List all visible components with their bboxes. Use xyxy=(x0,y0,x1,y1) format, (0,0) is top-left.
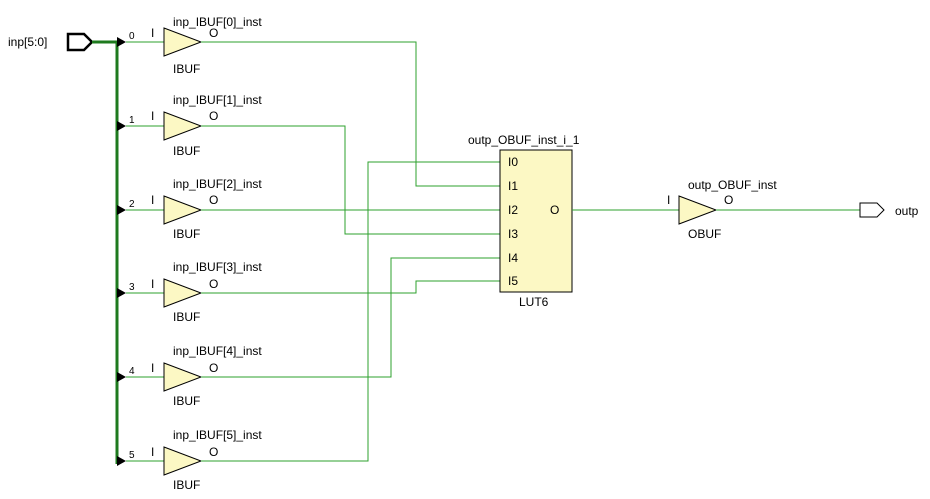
buffer-triangle-icon xyxy=(163,362,203,392)
ibuf-instance-label: inp_IBUF[3]_inst xyxy=(173,260,262,274)
output-port-outp[interactable] xyxy=(859,202,885,218)
ibuf-out-pin: O xyxy=(209,109,218,123)
buffer-triangle-icon xyxy=(163,278,203,308)
ibuf-in-pin: I xyxy=(151,361,154,375)
net-ibuf3-to-i5[interactable] xyxy=(201,280,500,294)
net-ibuf5-to-i0[interactable] xyxy=(201,161,500,462)
ibuf-type-label: IBUF xyxy=(173,227,200,241)
bus-bit-label: 1 xyxy=(129,115,135,126)
lut-pin-i4: I4 xyxy=(508,251,518,265)
bus-bit-label: 4 xyxy=(129,366,135,377)
buffer-triangle-icon xyxy=(163,195,203,225)
obuf-in-pin: I xyxy=(667,193,670,207)
ibuf-0[interactable]: inp_IBUF[0]_inst 0 I O IBUF xyxy=(129,15,262,76)
buffer-triangle-icon xyxy=(163,111,203,141)
ibuf-instance-label: inp_IBUF[2]_inst xyxy=(173,177,262,191)
ibuf-4[interactable]: inp_IBUF[4]_inst 4 I O IBUF xyxy=(129,344,262,408)
lut-pin-i0: I0 xyxy=(508,155,518,169)
ibuf-in-pin: I xyxy=(151,277,154,291)
lut-pin-i1: I1 xyxy=(508,179,518,193)
obuf-type-label: OBUF xyxy=(688,227,721,241)
obuf-instance-label: outp_OBUF_inst xyxy=(688,178,777,192)
ibuf-in-pin: I xyxy=(151,26,154,40)
lut-pin-i5: I5 xyxy=(508,274,518,288)
nets xyxy=(201,41,500,462)
output-port-label: outp xyxy=(895,204,919,218)
input-port-inp[interactable] xyxy=(66,32,94,52)
lut-pin-i3: I3 xyxy=(508,227,518,241)
lut6-cell[interactable]: outp_OBUF_inst_i_1 I0 I1 I2 I3 I4 I5 O L… xyxy=(468,133,580,309)
lut-body xyxy=(499,149,573,293)
ibuf-out-pin: O xyxy=(209,193,218,207)
ibuf-out-pin: O xyxy=(209,26,218,40)
bus-bit-label: 5 xyxy=(129,450,135,461)
ibuf-type-label: IBUF xyxy=(173,144,200,158)
net-ibuf0-to-i1[interactable] xyxy=(201,41,500,187)
lut-type-label: LUT6 xyxy=(519,295,549,309)
ibuf-in-pin: I xyxy=(151,109,154,123)
ibuf-out-pin: O xyxy=(209,277,218,291)
bus-bit-label: 0 xyxy=(129,31,135,42)
ibuf-type-label: IBUF xyxy=(173,62,200,76)
ibuf-instance-label: inp_IBUF[1]_inst xyxy=(173,93,262,107)
obuf-out-pin: O xyxy=(724,193,733,207)
lut-pin-out: O xyxy=(550,203,559,217)
bus-tap-arrow xyxy=(117,372,126,382)
ibuf-5[interactable]: inp_IBUF[5]_inst 5 I O IBUF xyxy=(129,428,262,492)
lut-pin-i2: I2 xyxy=(508,203,518,217)
ibuf-in-pin: I xyxy=(151,445,154,459)
ibuf-3[interactable]: inp_IBUF[3]_inst 3 I O IBUF xyxy=(129,260,262,324)
net-ibuf4-to-i4[interactable] xyxy=(201,257,500,378)
ibuf-1[interactable]: inp_IBUF[1]_inst 1 I O IBUF xyxy=(129,93,262,158)
buffer-triangle-icon xyxy=(678,195,718,225)
ibuf-type-label: IBUF xyxy=(173,394,200,408)
ibuf-in-pin: I xyxy=(151,193,154,207)
bus-tap-arrow xyxy=(117,456,126,466)
bus-bit-label: 2 xyxy=(129,199,135,210)
ibuf-type-label: IBUF xyxy=(173,478,200,492)
ibuf-out-pin: O xyxy=(209,361,218,375)
ibuf-2[interactable]: inp_IBUF[2]_inst 2 I O IBUF xyxy=(129,177,262,241)
bus-bit-label: 3 xyxy=(129,282,135,293)
ibuf-instance-label: inp_IBUF[0]_inst xyxy=(173,15,262,29)
net-ibuf1-to-i3[interactable] xyxy=(201,125,500,235)
ibuf-type-label: IBUF xyxy=(173,310,200,324)
bus-tap-arrow xyxy=(117,288,126,298)
bus-taps xyxy=(117,37,164,466)
ibuf-instance-label: inp_IBUF[5]_inst xyxy=(173,428,262,442)
bus-tap-arrow xyxy=(117,37,126,47)
ibuf-out-pin: O xyxy=(209,445,218,459)
ibuf-instance-label: inp_IBUF[4]_inst xyxy=(173,344,262,358)
lut-instance-label: outp_OBUF_inst_i_1 xyxy=(468,133,580,147)
buffer-triangle-icon xyxy=(163,27,203,57)
obuf-cell[interactable]: outp_OBUF_inst I O OBUF xyxy=(667,178,777,241)
input-port-label: inp[5:0] xyxy=(8,35,47,49)
bus-tap-arrow xyxy=(117,121,126,131)
buffer-triangle-icon xyxy=(163,446,203,476)
bus-tap-arrow xyxy=(117,205,126,215)
